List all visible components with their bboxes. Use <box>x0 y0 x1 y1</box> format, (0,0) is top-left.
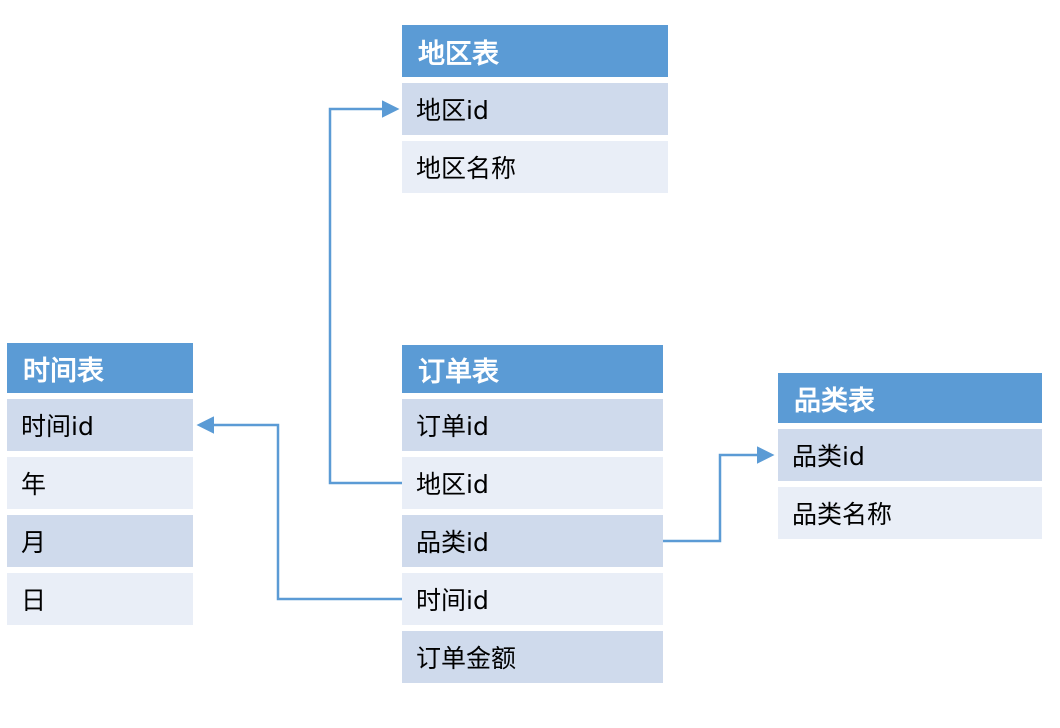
connector-order-to-time <box>196 416 402 601</box>
table-order-rows: 订单id 地区id 品类id 时间id 订单金额 <box>402 399 663 683</box>
table-row: 月 <box>7 515 193 567</box>
table-row: 品类id <box>402 515 663 567</box>
table-time-rows: 时间id 年月日 <box>7 399 193 625</box>
table-row: 订单金额 <box>402 631 663 683</box>
table-time-header: 时间表 <box>7 343 193 393</box>
table-row: 品类名称 <box>778 487 1042 539</box>
table-row: 订单id <box>402 399 663 451</box>
table-order: 订单表 订单id 地区id 品类id 时间id 订单金额 <box>402 345 663 683</box>
table-row: 品类id <box>778 429 1042 481</box>
table-row: 地区id <box>402 83 668 135</box>
table-order-header: 订单表 <box>402 345 663 393</box>
table-row: 时间id <box>402 573 663 625</box>
connector-order-to-region <box>328 100 402 485</box>
table-row: 日 <box>7 573 193 625</box>
table-category-rows: 品类id 品类名称 <box>778 429 1042 539</box>
table-row: 时间id <box>7 399 193 451</box>
table-region-header: 地区表 <box>402 25 668 77</box>
connector-order-to-category <box>663 446 775 543</box>
table-row: 地区id <box>402 457 663 509</box>
table-category: 品类表 品类id 品类名称 <box>778 373 1042 539</box>
table-region-rows: 地区id 地区名称 <box>402 83 668 193</box>
table-row: 年 <box>7 457 193 509</box>
table-row: 地区名称 <box>402 141 668 193</box>
table-region: 地区表 地区id 地区名称 <box>402 25 668 193</box>
table-time: 时间表 时间id 年月日 <box>7 343 193 625</box>
table-category-header: 品类表 <box>778 373 1042 423</box>
